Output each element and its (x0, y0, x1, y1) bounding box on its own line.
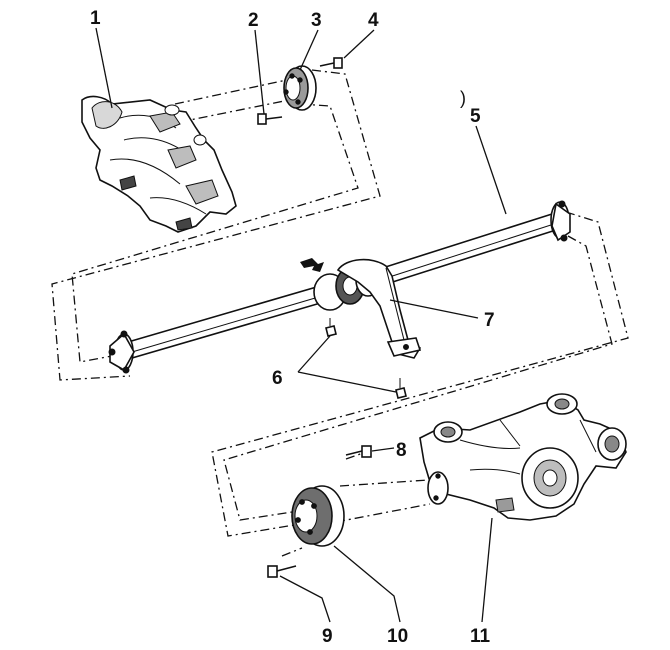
propeller-shaft (108, 200, 571, 374)
leader-lines (95, 27, 507, 623)
bolt-2 (257, 113, 283, 125)
flex-coupling-front (283, 65, 317, 111)
callout-10: 10 (387, 626, 408, 647)
callout-2: 2 (248, 10, 259, 31)
bolt-9 (267, 565, 297, 578)
stray-mark: ) (460, 88, 466, 108)
callout-1: 1 (90, 8, 101, 29)
center-bearing-bracket (336, 258, 422, 359)
direction-arrow-icon (300, 258, 324, 272)
callout-6: 6 (272, 368, 283, 389)
callout-11: 11 (470, 626, 491, 647)
callout-4: 4 (368, 10, 379, 31)
callout-5: 5 (470, 106, 481, 127)
bolt-8 (345, 445, 372, 458)
callout-3: 3 (311, 10, 322, 31)
callout-7: 7 (484, 310, 495, 331)
transmission-housing (81, 95, 237, 233)
callout-labels: 1 2 3 4 5 6 7 8 9 10 11 ) (90, 8, 495, 647)
nut-6a (325, 318, 337, 337)
callout-9: 9 (322, 626, 333, 647)
rear-differential (419, 393, 627, 521)
flex-coupling-rear (291, 485, 345, 547)
bolt-4 (319, 57, 343, 69)
nut-6b (395, 378, 407, 399)
callout-8: 8 (396, 440, 407, 461)
assembly-guide-lines (51, 69, 629, 557)
